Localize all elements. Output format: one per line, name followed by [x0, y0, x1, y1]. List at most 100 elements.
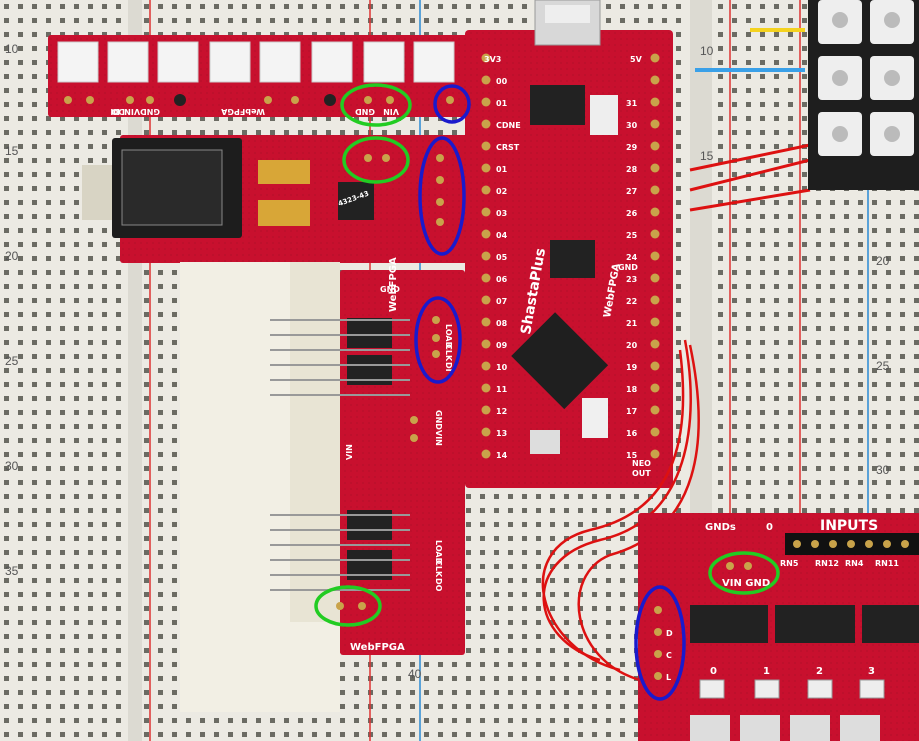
pin-label: GND — [618, 263, 638, 272]
side-pin-label: L — [666, 673, 671, 682]
display-brand-top: WebFPGA — [388, 257, 399, 312]
pin-label: 06 — [496, 275, 508, 284]
pin-label: 15 — [626, 451, 638, 460]
button-number: 0 — [710, 666, 717, 677]
wire-red — [689, 143, 811, 172]
pin-label: 31 — [626, 99, 638, 108]
pin-label: 30 — [626, 121, 638, 130]
wire-red — [542, 339, 692, 662]
strip-pin-label: DO — [111, 107, 125, 116]
side-pin-label: D — [666, 629, 673, 638]
annotation-green — [314, 83, 780, 627]
row-number: 25 — [876, 359, 890, 373]
pin-label: 22 — [626, 297, 637, 306]
pin-label: 07 — [496, 297, 507, 306]
row-number: 10 — [700, 44, 714, 58]
row-number: 40 — [408, 667, 422, 681]
display-pin-label: CLK — [434, 560, 443, 578]
pin-label: 01 — [496, 99, 508, 108]
side-pin-label: C — [666, 651, 672, 660]
inputs-zero: 0 — [766, 522, 773, 533]
inputs-title: INPUTS — [820, 518, 878, 534]
pin-label: 05 — [496, 253, 508, 262]
blue-circle-display-data — [414, 296, 462, 384]
pin-label: 21 — [626, 319, 638, 328]
row-number: 10 — [5, 42, 19, 56]
blue-circle-inputs-data — [634, 585, 686, 701]
pin-label: 17 — [626, 407, 637, 416]
led-strip-board: DI DO GNDVIN WebFPGA GND VIN — [48, 35, 478, 117]
strip-brand: WebFPGA — [220, 107, 265, 116]
led-matrix — [808, 0, 919, 190]
pin-label: 02 — [496, 187, 507, 196]
button-number: 1 — [763, 666, 770, 677]
pin-label: 24 — [626, 253, 638, 262]
inputs-gnds: GNDs — [705, 522, 736, 533]
display-brand-bottom: WebFPGA — [350, 642, 405, 653]
strip-pin-label: GND — [355, 107, 375, 116]
shasta-left-labels: 00 01 CDNE CRST 01 02 03 04 05 06 07 08 … — [496, 77, 521, 460]
strip-pin-label: GNDVIN — [124, 107, 160, 116]
pin-label: 10 — [496, 363, 508, 372]
green-circle-inputs-power — [708, 551, 780, 595]
shasta-top-label: 5V — [630, 55, 643, 64]
wire-red — [577, 344, 700, 682]
row-number: 20 — [5, 249, 19, 263]
display-pin-label: GND — [380, 285, 400, 294]
green-circle-audio-power — [342, 136, 410, 184]
resistor-label: RN5 — [780, 559, 799, 568]
row-number: 20 — [876, 254, 890, 268]
row-number: 25 — [5, 354, 19, 368]
wire-red — [541, 349, 685, 672]
display-pin-label: GND — [434, 410, 443, 430]
pin-label: 12 — [496, 407, 507, 416]
pin-label: 01 — [496, 165, 508, 174]
pin-label: CDNE — [496, 121, 521, 130]
pin-label: 26 — [626, 209, 638, 218]
green-circle-strip-power — [340, 83, 412, 127]
pin-label: CRST — [496, 143, 520, 152]
row-number: 30 — [5, 459, 19, 473]
pin-label: 29 — [626, 143, 638, 152]
display-pin-label: VIN — [434, 430, 443, 446]
audio-board: 4323-43 — [82, 135, 470, 263]
display-pin-label: DO — [434, 578, 443, 592]
resistor-label: RN12 — [815, 559, 839, 568]
resistor-label: RN11 — [875, 559, 899, 568]
shasta-top-label: 3V3 — [484, 55, 501, 64]
pin-label: 28 — [626, 165, 638, 174]
wire-red — [689, 188, 811, 212]
blue-circle-audio-data — [418, 136, 466, 256]
pin-label: 20 — [626, 341, 638, 350]
pin-label: 23 — [626, 275, 637, 284]
strip-pin-label: VIN — [383, 107, 399, 116]
annotation-blue — [414, 84, 686, 701]
strip-pin-label: DI — [110, 107, 120, 116]
button-number: 3 — [868, 666, 875, 677]
shasta-pin-holes — [481, 53, 660, 459]
pin-label: 00 — [496, 77, 508, 86]
display-board: WebFPGA WebFPGA LOAD CLK DI GND VIN LOAD… — [180, 257, 465, 712]
blue-circle-strip-data — [433, 84, 471, 124]
green-circle-display-power — [314, 585, 382, 627]
button-number: 2 — [816, 666, 823, 677]
row-number: 30 — [876, 463, 890, 477]
shasta-board: 3V3 5V 00 01 CDNE CRST 01 02 03 04 05 06… — [465, 0, 673, 488]
inputs-board: INPUTS GNDs 0 VIN GND RN5 RN12 RN4 RN11 … — [638, 513, 919, 741]
display-pin-label: LOAD — [444, 324, 453, 349]
pin-label: 09 — [496, 341, 508, 350]
pin-label: 16 — [626, 429, 638, 438]
pin-label: OUT — [632, 469, 651, 478]
pin-label: 14 — [496, 451, 508, 460]
row-number: 35 — [5, 564, 19, 578]
row-number: 15 — [5, 144, 19, 158]
wire-red — [689, 158, 811, 192]
display-pin-label: VIN — [345, 444, 354, 460]
pin-label: NEO — [632, 459, 651, 468]
pin-label: 27 — [626, 187, 637, 196]
pin-label: 25 — [626, 231, 638, 240]
inputs-vin-gnd: VIN GND — [722, 578, 770, 589]
pin-label: 18 — [626, 385, 638, 394]
